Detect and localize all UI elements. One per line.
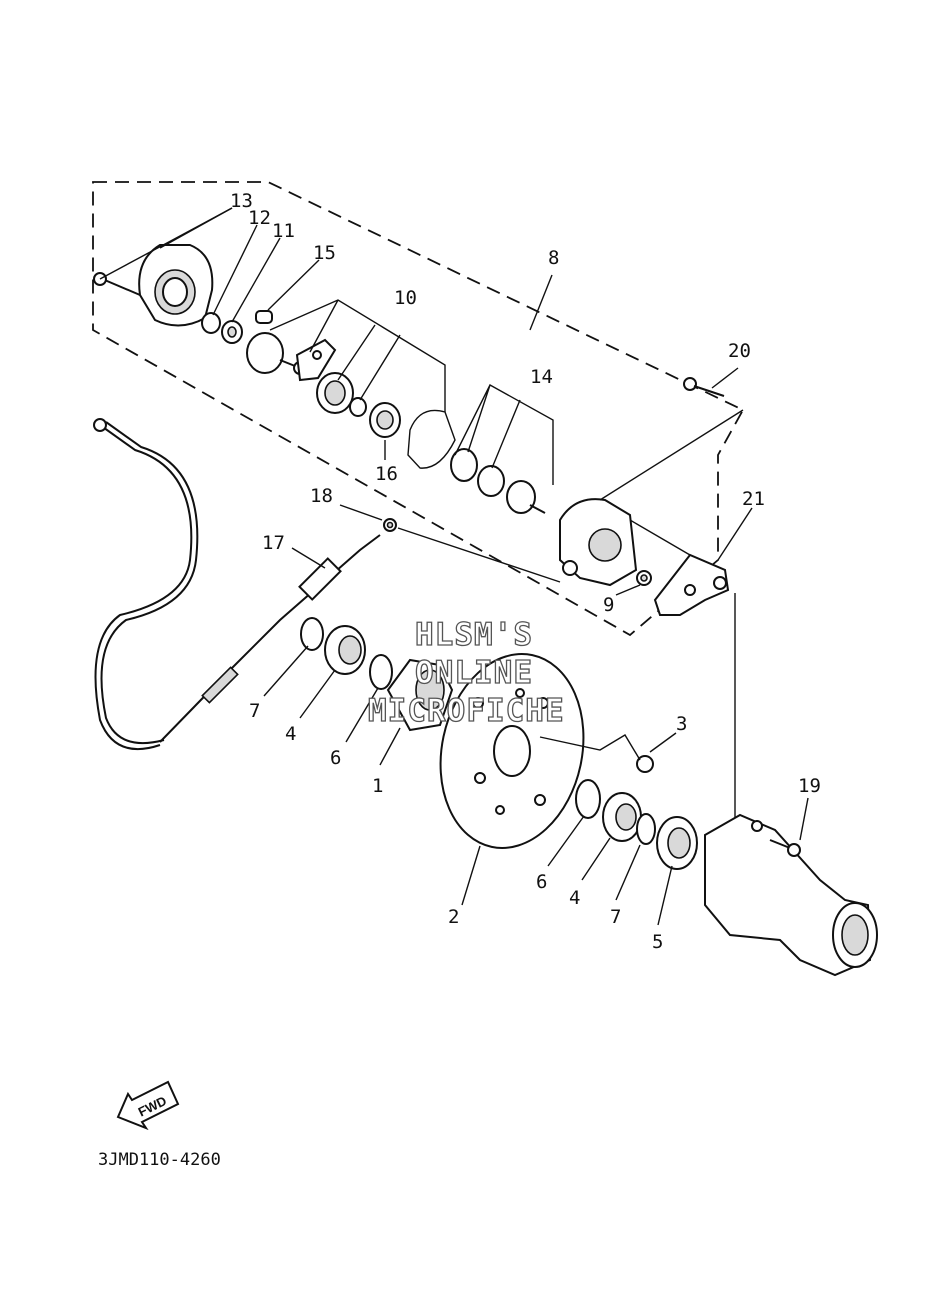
housing-ring-part bbox=[316, 372, 354, 414]
leader-4a bbox=[299, 669, 336, 719]
callout-1: 1 bbox=[372, 775, 383, 797]
callout-19: 19 bbox=[798, 775, 821, 797]
leader-7a bbox=[263, 645, 309, 697]
leader-9 bbox=[615, 584, 641, 596]
callout-20: 20 bbox=[728, 340, 751, 362]
assembly-boundary bbox=[92, 181, 745, 637]
bolt-part-19 bbox=[769, 839, 801, 857]
leader-17 bbox=[291, 547, 326, 569]
seal-part-5 bbox=[656, 816, 698, 870]
callout-3: 3 bbox=[676, 713, 687, 735]
callout-18: 18 bbox=[310, 485, 333, 507]
gasket-part bbox=[407, 409, 456, 469]
callout-17: 17 bbox=[262, 532, 285, 554]
bearing-part-16 bbox=[369, 402, 401, 438]
callout-2: 2 bbox=[448, 906, 459, 928]
leader-7b bbox=[615, 844, 641, 901]
washer-part-12 bbox=[201, 312, 221, 334]
bolt-part-13 bbox=[93, 272, 141, 296]
shaft-part-14 bbox=[506, 480, 546, 514]
leader-18 bbox=[339, 504, 383, 521]
pump-link bbox=[599, 409, 744, 501]
hub-part-1 bbox=[386, 658, 454, 732]
callout-16: 16 bbox=[375, 463, 398, 485]
callout-13: 13 bbox=[230, 190, 253, 212]
cover-part bbox=[138, 244, 214, 327]
leader-6a bbox=[345, 687, 379, 743]
leader-1 bbox=[379, 727, 401, 766]
axle-housing-part bbox=[704, 813, 878, 977]
seal-part-4b bbox=[602, 792, 642, 842]
callout-7b: 7 bbox=[610, 906, 621, 928]
callout-8: 8 bbox=[548, 247, 559, 269]
leader-2 bbox=[461, 845, 481, 906]
callout-7a: 7 bbox=[249, 700, 260, 722]
disc-part-2 bbox=[439, 653, 585, 849]
callout-6a: 6 bbox=[330, 747, 341, 769]
cable-link bbox=[397, 527, 561, 583]
oring-part-7a bbox=[300, 617, 324, 651]
callout-21: 21 bbox=[742, 488, 765, 510]
callout-5: 5 bbox=[652, 931, 663, 953]
leader-4b bbox=[581, 837, 611, 881]
pump-housing-part bbox=[559, 498, 638, 587]
callout-10: 10 bbox=[394, 287, 417, 309]
callout-6b: 6 bbox=[536, 871, 547, 893]
callout-11: 11 bbox=[272, 220, 295, 242]
callout-9: 9 bbox=[603, 594, 614, 616]
leader-8 bbox=[529, 274, 553, 331]
bolt-part-3 bbox=[539, 734, 654, 773]
oring-part-14 bbox=[450, 448, 478, 482]
key-part-15 bbox=[255, 310, 273, 324]
bracket-part bbox=[295, 338, 337, 382]
cap-part-14 bbox=[477, 465, 505, 497]
bracket-part-21 bbox=[653, 553, 730, 616]
leader-10 bbox=[269, 299, 446, 412]
leader-14 bbox=[454, 384, 554, 485]
callout-4a: 4 bbox=[285, 723, 296, 745]
callout-4b: 4 bbox=[569, 887, 580, 909]
leader-15 bbox=[267, 259, 320, 311]
leader-13b bbox=[159, 207, 233, 249]
bracket-link bbox=[629, 519, 691, 556]
seal-part bbox=[349, 397, 367, 417]
oring-part-7b bbox=[636, 813, 656, 845]
seal-part-4a bbox=[324, 625, 366, 675]
oring-part-6b bbox=[575, 779, 601, 819]
watermark-line-2: ONLINE bbox=[415, 655, 533, 691]
bolt-part-20 bbox=[683, 377, 725, 397]
watermark-line-3: MICROFICHE bbox=[368, 693, 565, 729]
cable-part bbox=[93, 418, 381, 751]
callout-12: 12 bbox=[248, 207, 271, 229]
leader-5 bbox=[657, 865, 673, 926]
clip-part-18 bbox=[383, 518, 397, 532]
watermark-line-1: HLSM'S bbox=[415, 617, 533, 653]
nut-part-11 bbox=[221, 320, 243, 344]
leader-3 bbox=[649, 732, 677, 753]
nut-part-9 bbox=[636, 570, 652, 586]
fwd-arrow-icon: FWD bbox=[116, 1080, 180, 1131]
impeller-part bbox=[246, 332, 307, 375]
oring-part-6a bbox=[369, 654, 393, 690]
diagram-code: 3JMD110-4260 bbox=[98, 1150, 221, 1170]
leader-6b bbox=[547, 815, 585, 867]
leader-21 bbox=[717, 507, 753, 561]
leader-12 bbox=[212, 224, 258, 316]
callout-14: 14 bbox=[530, 366, 553, 388]
leader-20 bbox=[711, 367, 739, 389]
leader-19 bbox=[799, 797, 809, 841]
leader-11 bbox=[231, 237, 281, 323]
callout-15: 15 bbox=[313, 242, 336, 264]
